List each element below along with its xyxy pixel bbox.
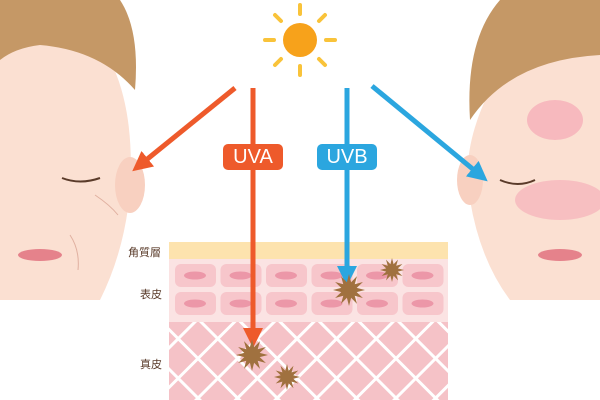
stratum-corneum-label: 角質層 bbox=[128, 246, 161, 259]
dermis-layer bbox=[169, 322, 448, 400]
uvb-label: UVB bbox=[317, 144, 377, 170]
pigment-spot-icon bbox=[274, 364, 300, 390]
cell-nucleus bbox=[366, 271, 388, 280]
cell-nucleus bbox=[411, 271, 434, 280]
cell-nucleus bbox=[366, 299, 388, 308]
pigment-spot-icon bbox=[236, 339, 268, 371]
skin-cross-section bbox=[169, 242, 448, 400]
uva-label: UVA bbox=[223, 144, 283, 170]
uva-arrow-face bbox=[132, 86, 237, 172]
pigment-spot-icon bbox=[380, 258, 404, 282]
cell-nucleus bbox=[184, 271, 206, 280]
epidermis-label: 表皮 bbox=[140, 288, 162, 301]
cell-nucleus bbox=[229, 271, 252, 280]
cell-nucleus bbox=[320, 299, 343, 308]
cell-nucleus bbox=[229, 299, 252, 308]
cell-nucleus bbox=[275, 271, 297, 280]
cell-nucleus bbox=[320, 271, 343, 280]
cell-nucleus bbox=[184, 299, 206, 308]
cell-nucleus bbox=[411, 299, 434, 308]
stratum-corneum-layer bbox=[169, 242, 448, 259]
dermis-label: 真皮 bbox=[140, 358, 162, 371]
right-face-sunburned bbox=[457, 0, 600, 300]
left-face-aged bbox=[0, 0, 145, 300]
sun-icon bbox=[263, 3, 337, 77]
uvb-arrow-face bbox=[370, 84, 488, 182]
pigment-spot-icon bbox=[333, 274, 365, 306]
cell-nucleus bbox=[275, 299, 297, 308]
